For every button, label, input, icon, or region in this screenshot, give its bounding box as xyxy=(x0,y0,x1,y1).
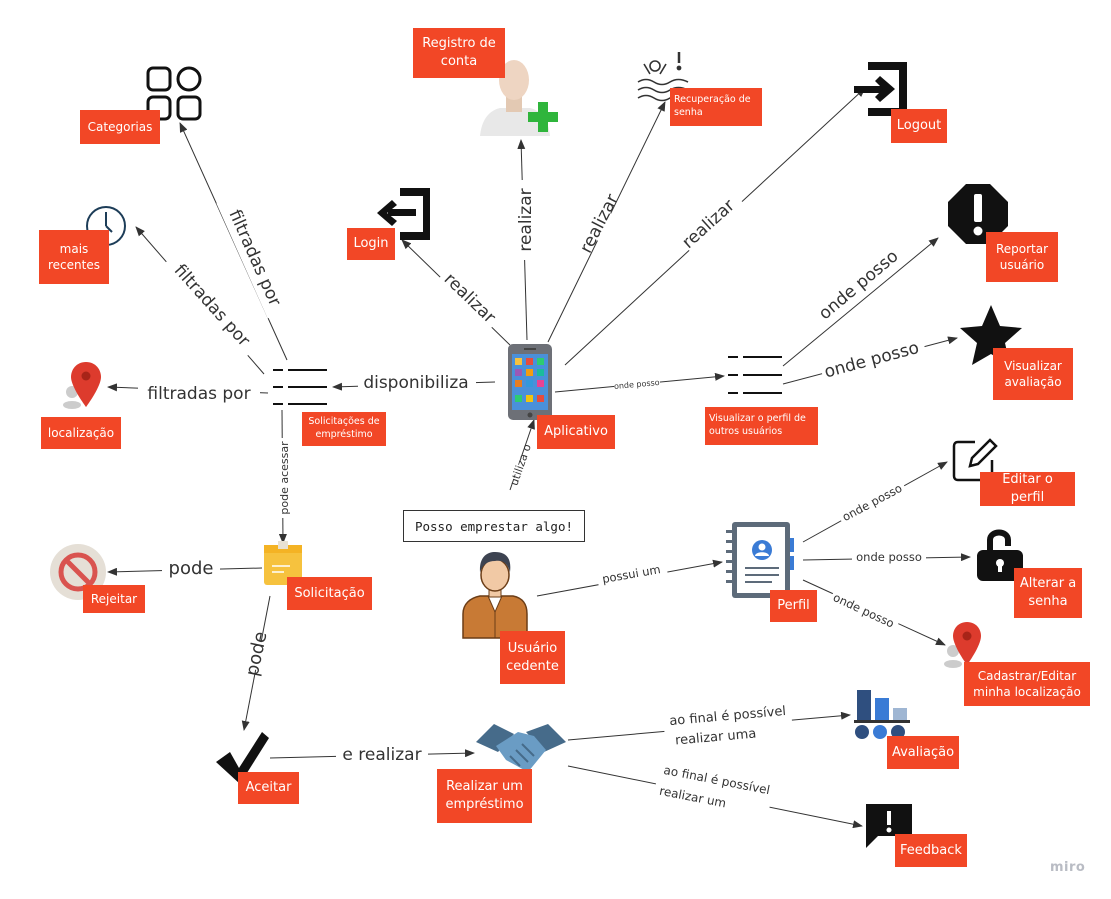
node-editar-perfil[interactable]: Editar o perfil xyxy=(980,472,1075,506)
edge-label-onde-posso-editar: onde posso xyxy=(840,481,905,524)
node-realizar-emprestimo[interactable]: Realizar um empréstimo xyxy=(437,769,532,823)
smartphone-icon xyxy=(508,344,552,420)
edge-label-pode-acessar: pode acessar xyxy=(278,441,291,515)
brand-watermark: miro xyxy=(1050,860,1086,875)
node-solicitacao[interactable]: Solicitação xyxy=(287,577,372,610)
edge-perfil-reportar xyxy=(782,237,939,367)
node-logout[interactable]: Logout xyxy=(891,109,947,143)
edge-label-onde-posso-avaliacao: onde posso xyxy=(822,338,921,382)
edge-label-ao-final-1b: realizar uma xyxy=(675,726,757,748)
user-add-icon xyxy=(480,60,558,136)
edge-label-filtradas-recentes: filtradas por xyxy=(170,261,254,351)
edge-label-onde-posso-senha: onde posso xyxy=(856,550,922,564)
node-usuario-cedente[interactable]: Usuário cedente xyxy=(500,631,565,684)
node-cadastrar-localizacao[interactable]: Cadastrar/Editar minha localização xyxy=(964,662,1090,706)
speech-note: Posso emprestar algo! xyxy=(403,510,585,542)
perfil-list-icon xyxy=(728,356,782,394)
edge-label-realizar-login: realizar xyxy=(440,269,499,327)
node-perfil[interactable]: Perfil xyxy=(770,590,817,622)
node-localizacao[interactable]: localização xyxy=(41,417,121,449)
node-solicitacoes-emprestimo[interactable]: Solicitações de empréstimo xyxy=(302,412,386,446)
report-icon xyxy=(948,184,1008,244)
edge-label-filtradas-categorias: filtradas por xyxy=(224,207,284,309)
handshake-icon xyxy=(476,724,566,772)
node-visualizar-perfil[interactable]: Visualizar o perfil de outros usuários xyxy=(705,407,818,445)
node-aceitar[interactable]: Aceitar xyxy=(238,772,299,804)
node-visualizar-avaliacao[interactable]: Visualizar avaliação xyxy=(993,348,1073,400)
rating-chart-icon xyxy=(854,690,910,739)
login-icon xyxy=(377,188,430,240)
edge-label-pode-rejeitar: pode xyxy=(169,558,214,579)
location-pin-icon xyxy=(63,362,101,409)
checkmark-icon xyxy=(216,732,269,784)
node-aplicativo[interactable]: Aplicativo xyxy=(537,415,615,449)
edge-label-e-realizar: e realizar xyxy=(342,745,421,765)
node-rejeitar[interactable]: Rejeitar xyxy=(83,585,145,613)
node-reportar-usuario[interactable]: Reportar usuário xyxy=(986,232,1058,282)
request-note-icon xyxy=(264,541,302,585)
node-registro-conta[interactable]: Registro de conta xyxy=(413,28,505,78)
node-login[interactable]: Login xyxy=(347,228,395,260)
logout-icon xyxy=(854,62,907,116)
edge-label-onde-posso-app: onde posso xyxy=(614,378,660,391)
password-recovery-icon xyxy=(637,52,689,102)
node-categorias[interactable]: Categorias xyxy=(80,110,160,144)
node-feedback[interactable]: Feedback xyxy=(895,834,967,867)
edge-label-disponibiliza: disponibiliza xyxy=(363,373,468,393)
edge-label-onde-posso-cadastrar: onde posso xyxy=(831,590,896,630)
location-edit-pin-icon xyxy=(944,622,981,668)
feedback-bubble-icon xyxy=(866,804,912,848)
node-alterar-senha[interactable]: Alterar a senha xyxy=(1014,568,1082,618)
person-icon xyxy=(462,552,528,639)
node-mais-recentes[interactable]: mais recentes xyxy=(39,230,109,284)
edge-label-realizar-logout: realizar xyxy=(678,196,738,253)
solicitacoes-list-icon xyxy=(273,369,327,405)
edge-labels: realizar realizar realizar realizar disp… xyxy=(138,180,928,819)
node-recuperacao-senha[interactable]: Recuperação de senha xyxy=(670,88,762,126)
edge-label-realizar-registro: realizar xyxy=(516,188,536,251)
profile-notebook-icon xyxy=(726,522,794,598)
unlock-icon xyxy=(977,529,1023,581)
node-avaliacao[interactable]: Avaliação xyxy=(887,736,959,769)
edge-label-onde-posso-reportar: onde posso xyxy=(815,246,902,324)
edge-label-filtradas-localizacao: filtradas por xyxy=(147,384,250,404)
